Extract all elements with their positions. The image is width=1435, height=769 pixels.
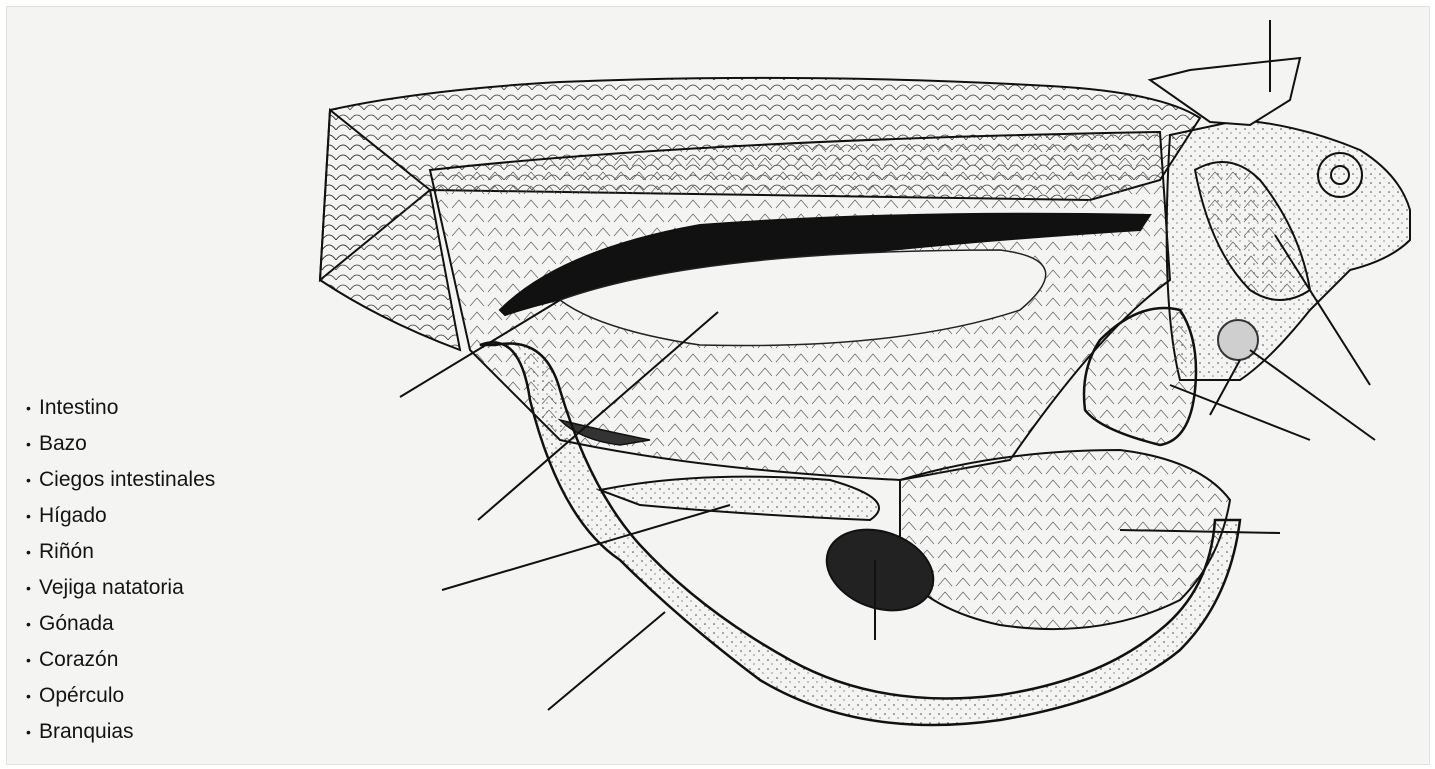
bullet-icon: • xyxy=(26,390,39,426)
legend-item-ciegos-intestinales: •Ciegos intestinales xyxy=(26,462,215,498)
heart-marker xyxy=(1218,320,1258,360)
bullet-icon: • xyxy=(26,570,39,606)
organ-legend: •Intestino •Bazo •Ciegos intestinales •H… xyxy=(26,390,215,750)
bullet-icon: • xyxy=(26,678,39,714)
legend-label: Intestino xyxy=(39,390,118,426)
legend-item-intestino: •Intestino xyxy=(26,390,215,426)
bullet-icon: • xyxy=(26,426,39,462)
legend-item-rinon: •Riñón xyxy=(26,534,215,570)
bullet-icon: • xyxy=(26,714,39,750)
legend-label: Bazo xyxy=(39,426,87,462)
leader-line-intestine xyxy=(548,612,665,710)
legend-item-gonada: •Gónada xyxy=(26,606,215,642)
legend-label: Hígado xyxy=(39,498,107,534)
legend-label: Branquias xyxy=(39,714,134,750)
bullet-icon: • xyxy=(26,498,39,534)
legend-item-higado: •Hígado xyxy=(26,498,215,534)
legend-item-corazon: •Corazón xyxy=(26,642,215,678)
bullet-icon: • xyxy=(26,642,39,678)
legend-label: Riñón xyxy=(39,534,94,570)
pyloric-caeca xyxy=(900,450,1230,629)
legend-label: Ciegos intestinales xyxy=(39,462,215,498)
legend-item-operculo: •Opérculo xyxy=(26,678,215,714)
legend-item-vejiga-natatoria: •Vejiga natatoria xyxy=(26,570,215,606)
legend-label: Vejiga natatoria xyxy=(39,570,184,606)
legend-item-branquias: •Branquias xyxy=(26,714,215,750)
bullet-icon: • xyxy=(26,606,39,642)
legend-label: Gónada xyxy=(39,606,114,642)
gonad xyxy=(600,477,879,520)
bullet-icon: • xyxy=(26,462,39,498)
legend-label: Corazón xyxy=(39,642,118,678)
bullet-icon: • xyxy=(26,534,39,570)
legend-label: Opérculo xyxy=(39,678,124,714)
legend-item-bazo: •Bazo xyxy=(26,426,215,462)
